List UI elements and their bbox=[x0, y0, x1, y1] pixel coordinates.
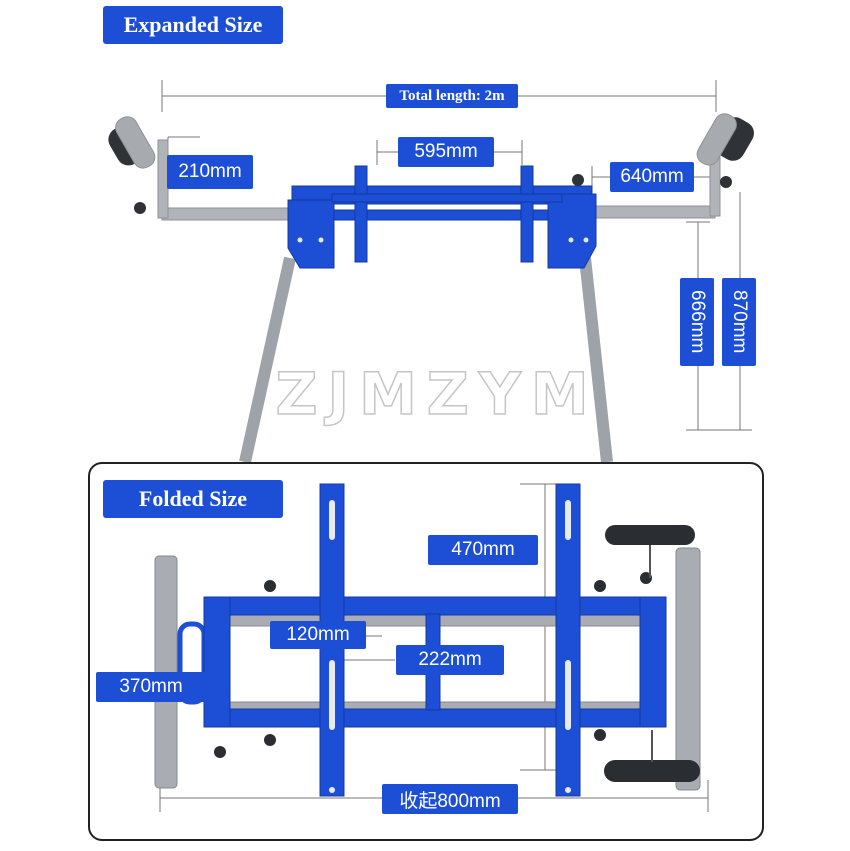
folded-size-title: Folded Size bbox=[103, 480, 283, 518]
brand-watermark: ZJMZYM bbox=[275, 359, 599, 429]
folded-length-label: 收起800mm bbox=[382, 784, 518, 814]
height-high-label: 870mm bbox=[722, 278, 756, 366]
folded-blue-frame bbox=[203, 483, 667, 797]
arm-length-label: 640mm bbox=[610, 162, 694, 192]
arm-height-label: 210mm bbox=[167, 155, 253, 189]
height-low-label: 666mm bbox=[680, 278, 714, 366]
tube-length-label: 370mm bbox=[96, 672, 206, 702]
folded-width-label: 120mm bbox=[270, 621, 366, 649]
folded-depth-label: 222mm bbox=[396, 645, 504, 675]
total-length-label: Total length: 2m bbox=[386, 84, 518, 108]
expanded-size-title: Expanded Size bbox=[103, 6, 283, 44]
center-width-label: 595mm bbox=[398, 137, 494, 167]
bracket-height-label: 470mm bbox=[428, 535, 538, 565]
expanded-blue-frame bbox=[287, 165, 597, 269]
